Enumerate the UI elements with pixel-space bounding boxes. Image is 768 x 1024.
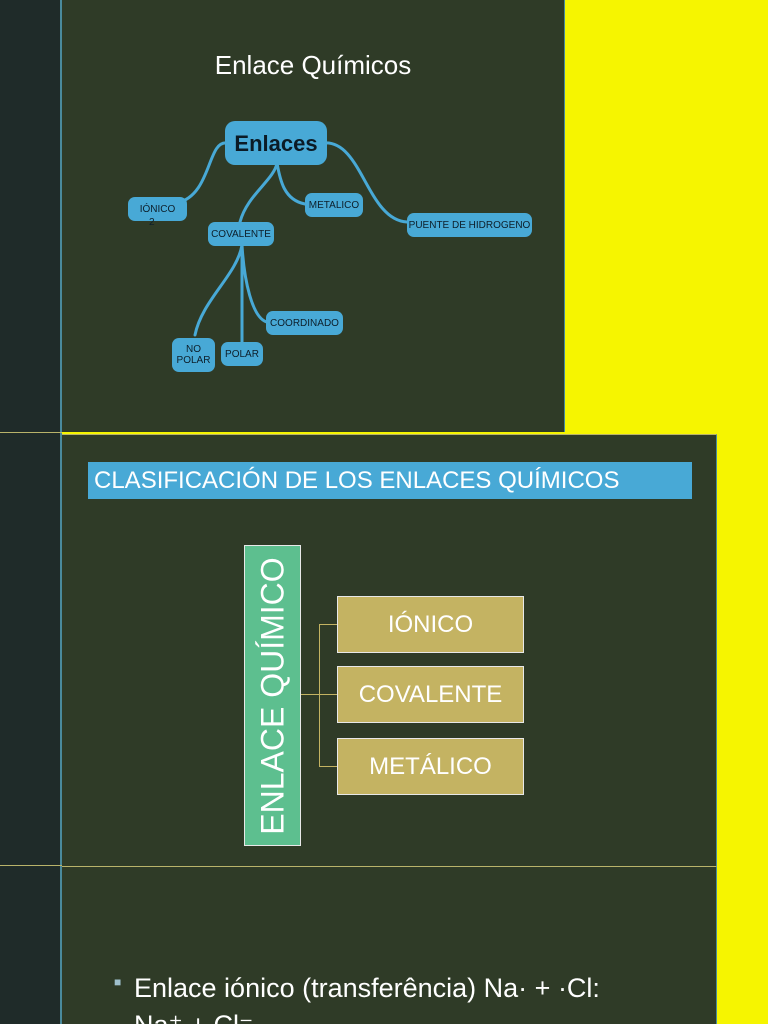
classification-title-band: CLASIFICACIÓN DE LOS ENLACES QUÍMICOS (88, 462, 692, 499)
mindmap-no-polar-label: NO POLAR (176, 344, 211, 366)
bullet-text-line2: Na⁺ + Cl⁻ (134, 1010, 253, 1024)
slide-ionic-bond: ■ Enlace iónico (transferência) Na· + ·C… (62, 867, 717, 1024)
bullet-marker: ■ (114, 975, 122, 989)
mindmap-ionico-label: IÓNICO (139, 203, 176, 215)
enlace-quimico-box: ENLACE QUÍMICO (244, 545, 301, 846)
mindmap-node-polar: POLAR (221, 342, 263, 366)
slide-divider (0, 432, 62, 433)
mindmap-root-node: Enlaces (225, 121, 327, 165)
mindmap-ionico-subscript: 2 (149, 217, 155, 228)
mindmap-puente-label: PUENTE DE HIDROGENO (408, 219, 531, 231)
mindmap-node-no-polar: NO POLAR (172, 338, 215, 372)
type-box-metalico: METÁLICO (337, 738, 524, 795)
type-box-covalente: COVALENTE (337, 666, 524, 723)
mindmap-node-coordinado: COORDINADO (266, 311, 343, 335)
type-box-ionico: IÓNICO (337, 596, 524, 653)
type-label-metalico: METÁLICO (369, 752, 492, 780)
bullet-text-line1: Enlace iónico (transferência) Na· + ·Cl: (134, 973, 600, 1003)
classification-title: CLASIFICACIÓN DE LOS ENLACES QUÍMICOS (94, 466, 620, 494)
mindmap-root-label: Enlaces (234, 130, 318, 156)
slide-classification: CLASIFICACIÓN DE LOS ENLACES QUÍMICOS EN… (62, 434, 717, 867)
enlace-quimico-label: ENLACE QUÍMICO (254, 556, 290, 835)
type-label-covalente: COVALENTE (358, 680, 503, 708)
mindmap-node-puente: PUENTE DE HIDROGENO (407, 213, 532, 237)
mindmap-coordinado-label: COORDINADO (270, 317, 339, 329)
slide-divider (0, 865, 62, 866)
mindmap-node-metalico: METALICO (305, 193, 363, 217)
mindmap-covalente-label: COVALENTE (211, 228, 271, 240)
mindmap-node-covalente: COVALENTE (208, 222, 274, 246)
mindmap-polar-label: POLAR (225, 348, 259, 360)
mindmap-node-ionico: IÓNICO (128, 197, 187, 221)
slide-title: Enlace Químicos (214, 50, 412, 80)
mindmap-metalico-label: METALICO (308, 199, 360, 211)
slide-mindmap: Enlace Químicos Enlaces IÓNICO 2 COVALEN… (62, 0, 565, 432)
mindmap-connectors (148, 141, 409, 344)
type-label-ionico: IÓNICO (387, 610, 474, 638)
left-sidebar-strip (0, 0, 62, 1024)
